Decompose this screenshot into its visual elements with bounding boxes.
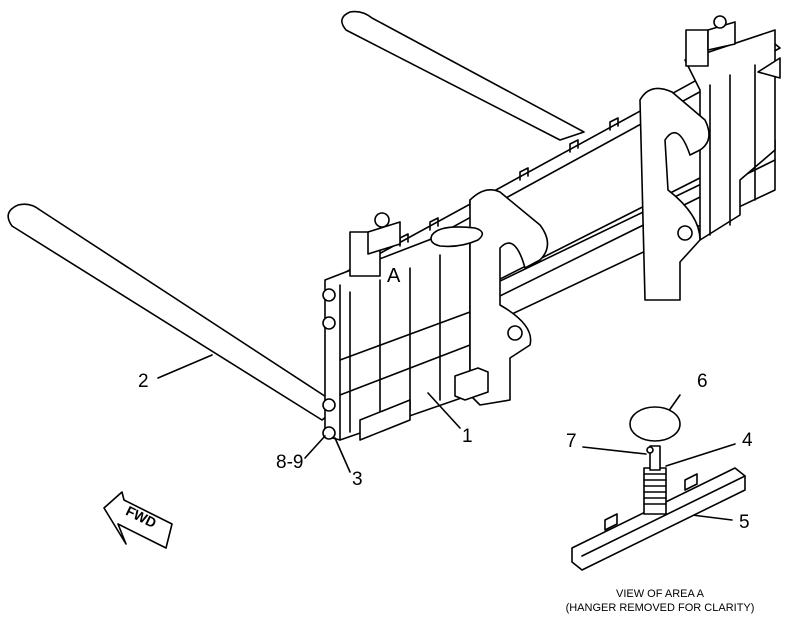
right-fork-frame xyxy=(684,15,781,241)
caption-line-2: (HANGER REMOVED FOR CLARITY) xyxy=(565,602,755,614)
area-a-label: A xyxy=(387,265,401,287)
left-fork-upright xyxy=(430,189,549,406)
callout-6: 6 xyxy=(697,371,708,392)
detail-view-area-a xyxy=(571,406,746,571)
callout-8-9: 8-9 xyxy=(276,452,304,473)
leader-lines xyxy=(157,354,736,521)
back-fork xyxy=(341,10,585,141)
forward-arrow-icon: FWD xyxy=(103,491,173,549)
right-fork-upright xyxy=(639,87,710,301)
callout-3: 3 xyxy=(352,469,363,490)
callout-2: 2 xyxy=(138,371,149,392)
callout-7: 7 xyxy=(566,431,577,452)
callout-1: 1 xyxy=(462,426,473,447)
callout-4: 4 xyxy=(742,430,753,451)
caption-line-1: VIEW OF AREA A xyxy=(615,588,705,600)
front-fork-tine xyxy=(7,203,341,421)
callout-5: 5 xyxy=(739,512,750,533)
left-fork-frame xyxy=(322,212,471,441)
